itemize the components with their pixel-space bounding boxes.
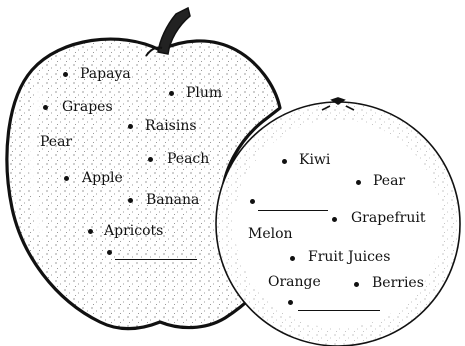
- bullet-dot: [332, 217, 337, 222]
- apple-item-banana: Banana: [146, 192, 199, 208]
- orange-item-kiwi: Kiwi: [299, 152, 330, 168]
- bullet-dot: [63, 72, 68, 77]
- apple-item-raisins: Raisins: [145, 118, 197, 134]
- orange-item-orange: Orange: [268, 274, 321, 290]
- apple-blank-line[interactable]: [115, 259, 197, 260]
- apple-item-plum: Plum: [186, 85, 222, 101]
- bullet-dot: [88, 229, 93, 234]
- bullet-dot: [107, 250, 112, 255]
- bullet-dot: [128, 198, 133, 203]
- bullet-dot: [64, 176, 69, 181]
- bullet-dot: [148, 157, 153, 162]
- orange-item-grapefruit: Grapefruit: [351, 210, 425, 226]
- bullet-dot: [169, 91, 174, 96]
- bullet-dot: [282, 159, 287, 164]
- orange-item-fruit-juices: Fruit Juices: [308, 249, 390, 265]
- apple-item-papaya: Papaya: [80, 66, 131, 82]
- apple-item-apricots: Apricots: [104, 223, 163, 239]
- orange-blank-line-1[interactable]: [258, 210, 328, 211]
- bullet-dot: [250, 199, 255, 204]
- bullet-dot: [43, 105, 48, 110]
- orange-item-berries: Berries: [372, 275, 424, 291]
- orange-item-melon: Melon: [248, 226, 293, 242]
- apple-item-grapes: Grapes: [62, 99, 113, 115]
- bullet-dot: [128, 124, 133, 129]
- apple-item-apple: Apple: [82, 170, 123, 186]
- orange-item-pear: Pear: [373, 173, 405, 189]
- apple-item-peach: Peach: [167, 151, 209, 167]
- orange-blank-line-2[interactable]: [298, 310, 380, 311]
- bullet-dot: [288, 300, 293, 305]
- apple-item-pear: Pear: [40, 134, 72, 150]
- bullet-dot: [290, 256, 295, 261]
- bullet-dot: [356, 180, 361, 185]
- bullet-dot: [354, 282, 359, 287]
